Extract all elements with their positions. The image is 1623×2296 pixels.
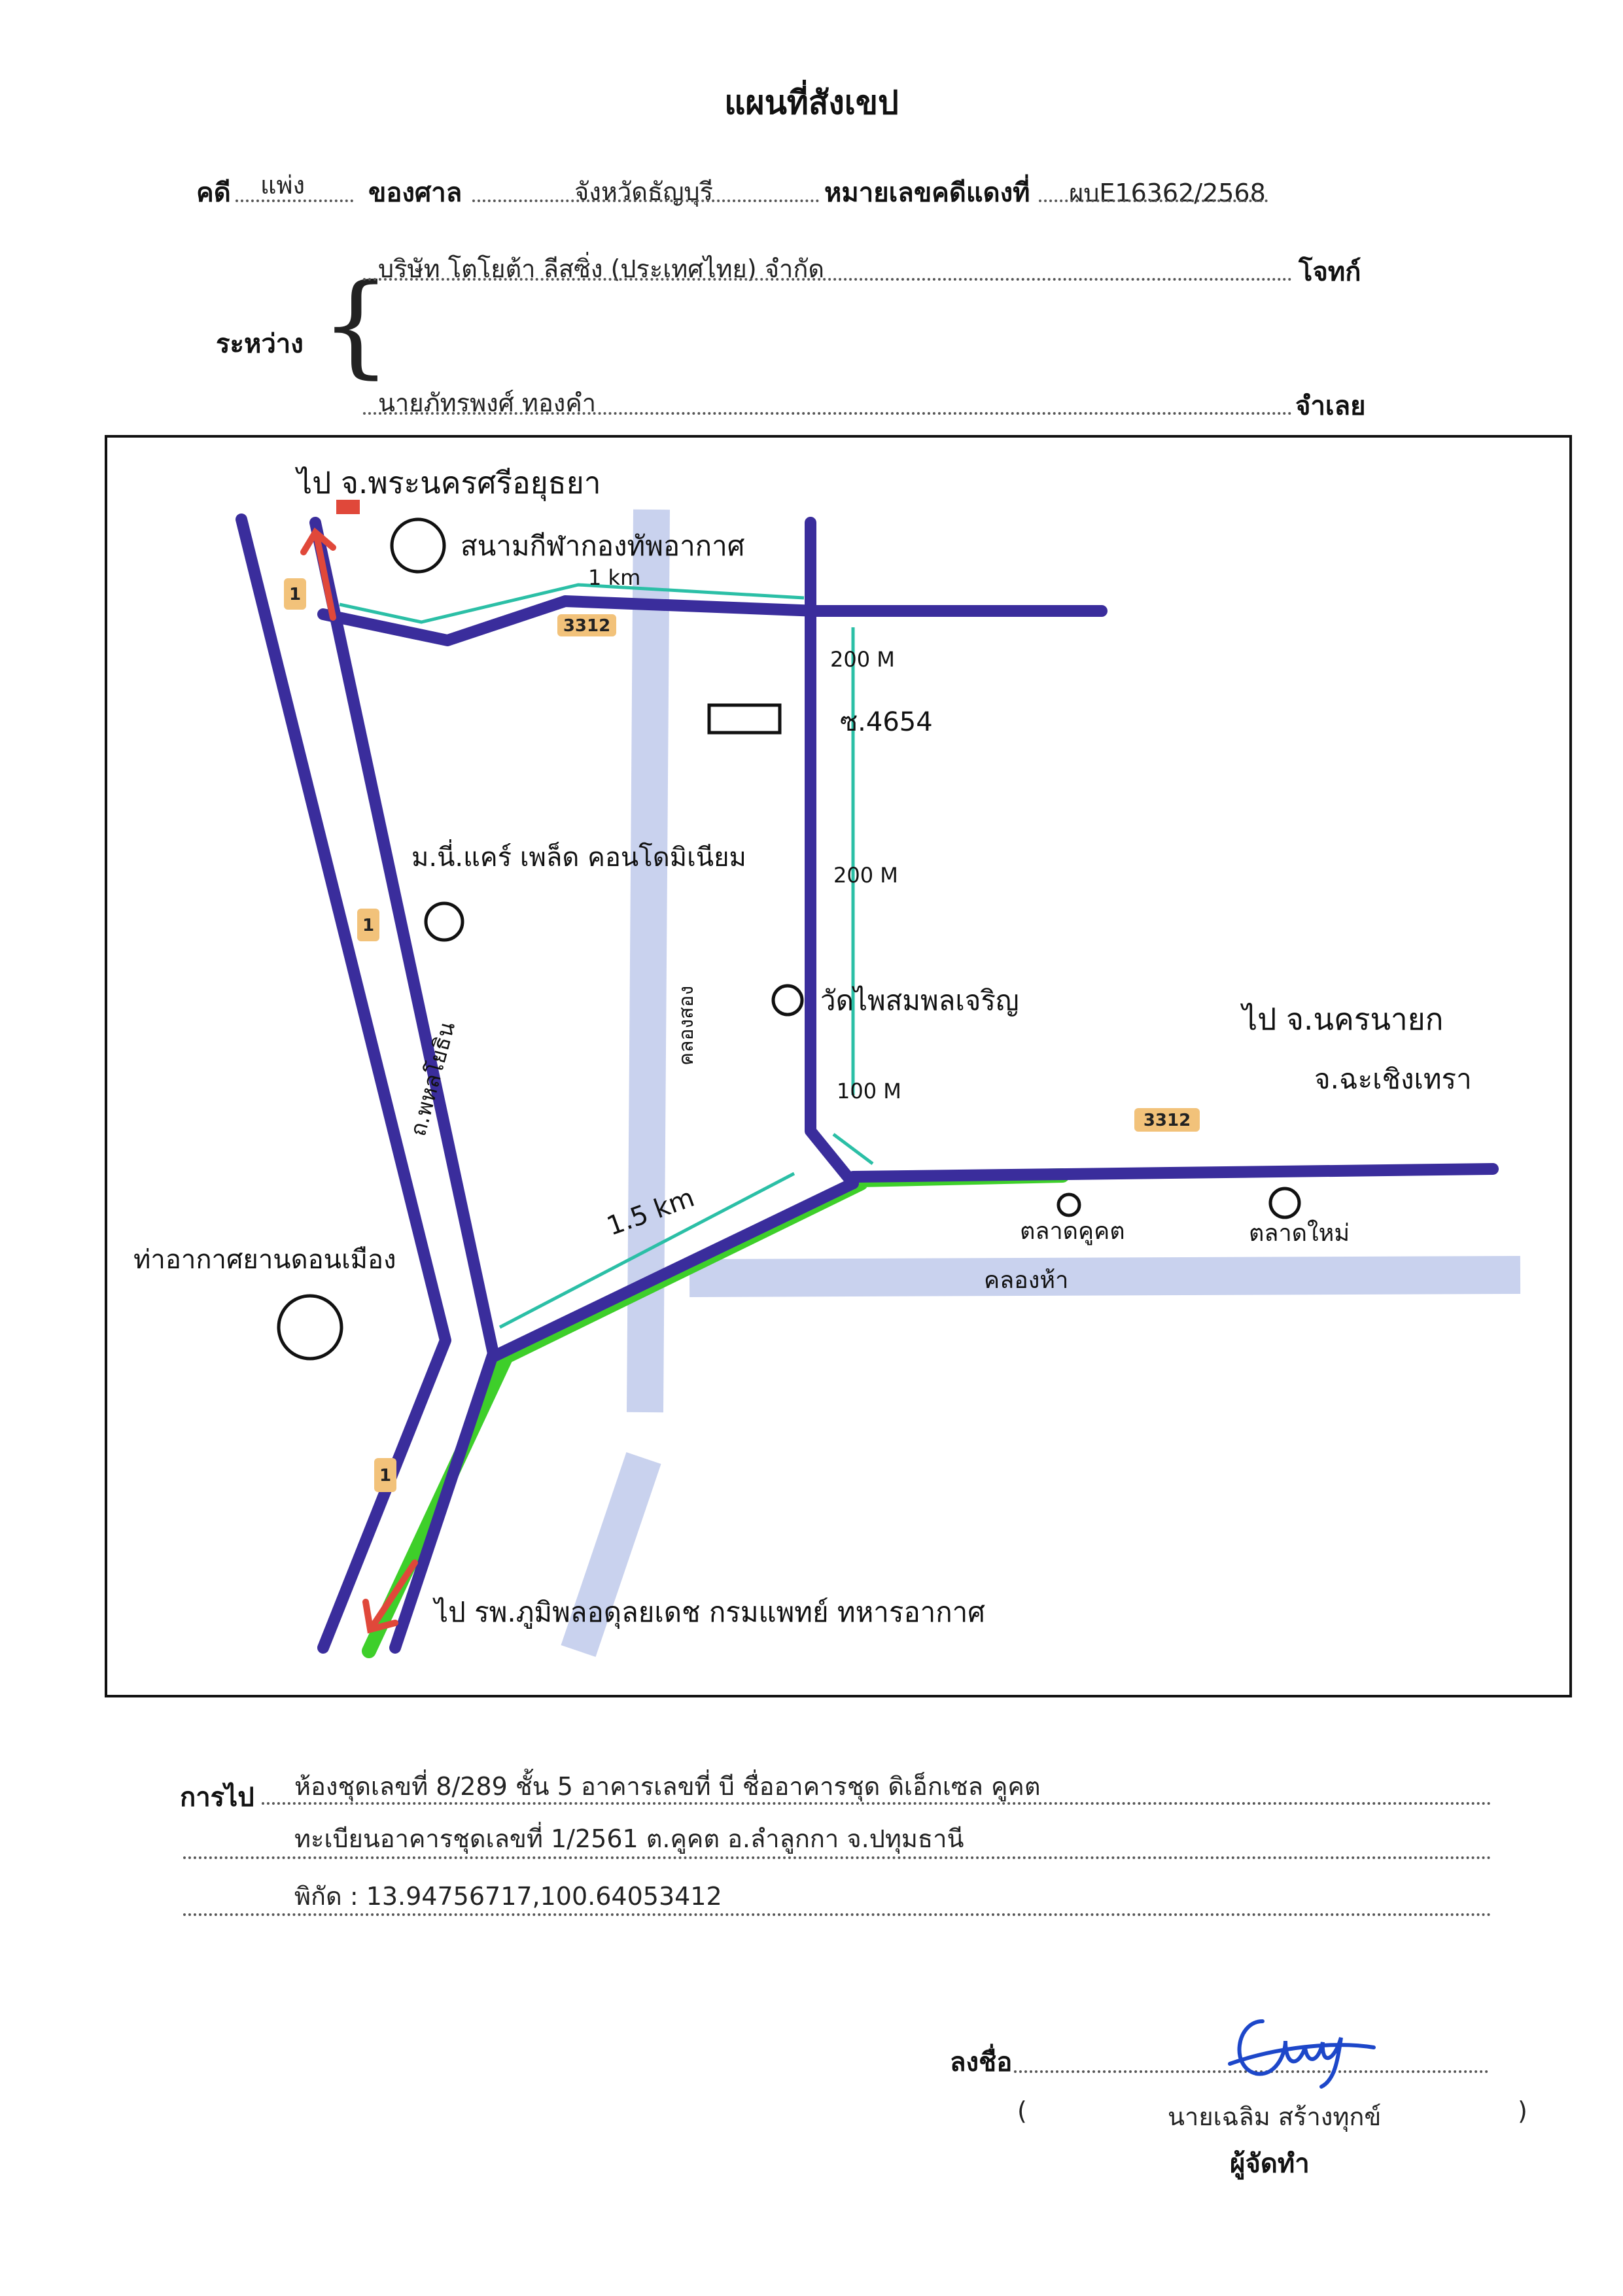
destination-line-1: ห้องชุดเลขที่ 8/289 ชั้น 5 อาคารเลขที่ บ… <box>294 1772 1041 1801</box>
landmark-airfield-icon <box>390 517 446 574</box>
defendant-line <box>363 412 1292 415</box>
destination-line-3: พิกัด : 13.94756717,100.64053412 <box>294 1882 722 1911</box>
sign-label: ลงชื่อ <box>950 2047 1013 2078</box>
label-phahonyothin: ถ.พหลโยธิน <box>405 1019 461 1139</box>
route-1-label-top: 1 <box>289 585 301 604</box>
route-3312-label-top: 3312 <box>563 616 610 636</box>
case-type: แพ่ง <box>260 171 305 200</box>
document-title: แผนที่สังเขป <box>724 84 899 122</box>
red-case-label: หมายเลขคดีแดงที่ <box>824 178 1030 208</box>
signer-name: นายเฉลิม สร้างทุกข์ <box>1168 2102 1382 2131</box>
label-to-chachoengsao: จ.ฉะเชิงเทรา <box>1314 1063 1472 1095</box>
road-phahonyothin-inner <box>309 517 499 1654</box>
label-to-bhumibol: ไป รพ.ภูมิพลอดุลยเดช กรมแพทย์ ทหารอากาศ <box>432 1596 985 1629</box>
paren-close: ) <box>1518 2096 1527 2125</box>
arrow-north-icon <box>300 527 336 621</box>
label-airport: ท่าอากาศยานดอนเมือง <box>133 1245 396 1275</box>
signature-icon <box>1228 2019 1376 2089</box>
canal-layer <box>561 509 1521 1657</box>
label-market-khukhot: ตลาดคูคต <box>1020 1218 1125 1245</box>
landmark-temple-icon <box>771 984 804 1017</box>
route-1-label-bottom: 1 <box>379 1466 391 1486</box>
canal-song <box>627 509 670 1413</box>
paren-open: ( <box>1017 2096 1027 2125</box>
map-frame: 1 3312 1 3312 1 ไป จ.พระนครศรีอยุธยา สนา… <box>105 435 1572 1697</box>
signer-role: ผู้จัดทำ <box>1230 2149 1310 2179</box>
arrow-southwest-icon <box>362 1559 418 1634</box>
canal-ha <box>689 1256 1521 1297</box>
landmark-layer <box>277 517 1301 1361</box>
court-line <box>472 200 819 202</box>
route-3312-marker-top <box>557 614 616 636</box>
distance-line-1km <box>339 583 805 624</box>
label-dist-100m: 100 M <box>837 1079 901 1104</box>
label-canal-ha: คลองห้า <box>984 1267 1068 1294</box>
destination-dots-2 <box>183 1856 1492 1859</box>
label-to-ayutthaya: ไป จ.พระนครศรีอยุธยา <box>294 465 601 502</box>
distance-line-1-5km <box>498 1172 795 1329</box>
label-dist-200m-a: 200 M <box>830 647 895 672</box>
court-label: ของศาล <box>368 178 462 208</box>
plaintiff-role: โจทก์ <box>1299 257 1361 287</box>
condo-building <box>707 703 782 735</box>
destination-dots-3 <box>183 1913 1492 1916</box>
route-1-label-mid: 1 <box>362 916 374 935</box>
landmark-market-khukhot-icon <box>1056 1192 1081 1217</box>
label-temple: วัดไพสมพลเจริญ <box>820 984 1019 1017</box>
landmark-village-icon <box>424 901 464 942</box>
route-1-marker-top <box>284 578 306 610</box>
court-name: จังหวัดธัญบุรี <box>574 177 713 206</box>
defendant-role: จำเลย <box>1295 391 1366 421</box>
label-village: ม.นี่.แคร์ เพล็ด คอนโดมิเนียม <box>411 839 746 873</box>
between-label: ระหว่าง <box>216 329 304 359</box>
red-case-line <box>1039 200 1268 202</box>
route-3312-marker-right <box>1134 1108 1200 1132</box>
label-market-new: ตลาดใหม่ <box>1249 1219 1350 1247</box>
road-3312-north <box>317 595 1108 646</box>
brace-icon: { <box>321 260 392 390</box>
route-map: 1 3312 1 3312 1 ไป จ.พระนครศรีอยุธยา สนา… <box>133 465 1521 1658</box>
road-3312-east <box>847 1163 1499 1183</box>
label-soi-4654: ซ.4654 <box>840 707 933 737</box>
route-1-marker-bottom <box>374 1458 396 1492</box>
road-soi-4654 <box>805 517 859 1189</box>
landmark-market-new-icon <box>1268 1187 1301 1219</box>
label-to-nakhon-nayok: ไป จ.นครนายก <box>1240 1001 1444 1037</box>
destination-marker-icon <box>336 500 360 514</box>
label-canal-song: คลองสอง <box>675 986 698 1066</box>
road-layer <box>236 513 1499 1654</box>
label-dist-1km: 1 km <box>588 565 640 590</box>
landmark-airport-icon <box>277 1294 343 1361</box>
canal-song-south <box>561 1452 661 1657</box>
road-diagonal <box>487 1177 859 1363</box>
case-type-line <box>236 200 353 202</box>
red-case-number: ผบE16362/2568 <box>1069 179 1266 207</box>
marker-layer <box>284 578 1200 1492</box>
route-1-marker-mid <box>357 909 379 941</box>
defendant-name: นายภัทรพงศ์ ทองคำ <box>378 389 597 417</box>
destination-label: การไป <box>180 1783 254 1813</box>
destination-line-2: ทะเบียนอาคารชุดเลขที่ 1/2561 ต.คูคต อ.ลำ… <box>294 1824 964 1853</box>
route-3312-label-right: 3312 <box>1143 1111 1191 1130</box>
distance-line-100m <box>832 1133 874 1165</box>
label-airfield: สนามกีฬากองทัพอากาศ <box>461 530 745 562</box>
road-phahonyothin-outer <box>236 513 451 1654</box>
plaintiff-line <box>363 278 1292 281</box>
destination-dots-1 <box>262 1802 1492 1805</box>
arrow-layer <box>300 527 418 1634</box>
case-label: คดี <box>196 178 231 208</box>
label-dist-200m-b: 200 M <box>833 863 898 888</box>
plaintiff-name: บริษัท โตโยต้า ลีสซิ่ง (ประเทศไทย) จำกัด <box>378 254 825 283</box>
distance-layer <box>339 583 874 1329</box>
